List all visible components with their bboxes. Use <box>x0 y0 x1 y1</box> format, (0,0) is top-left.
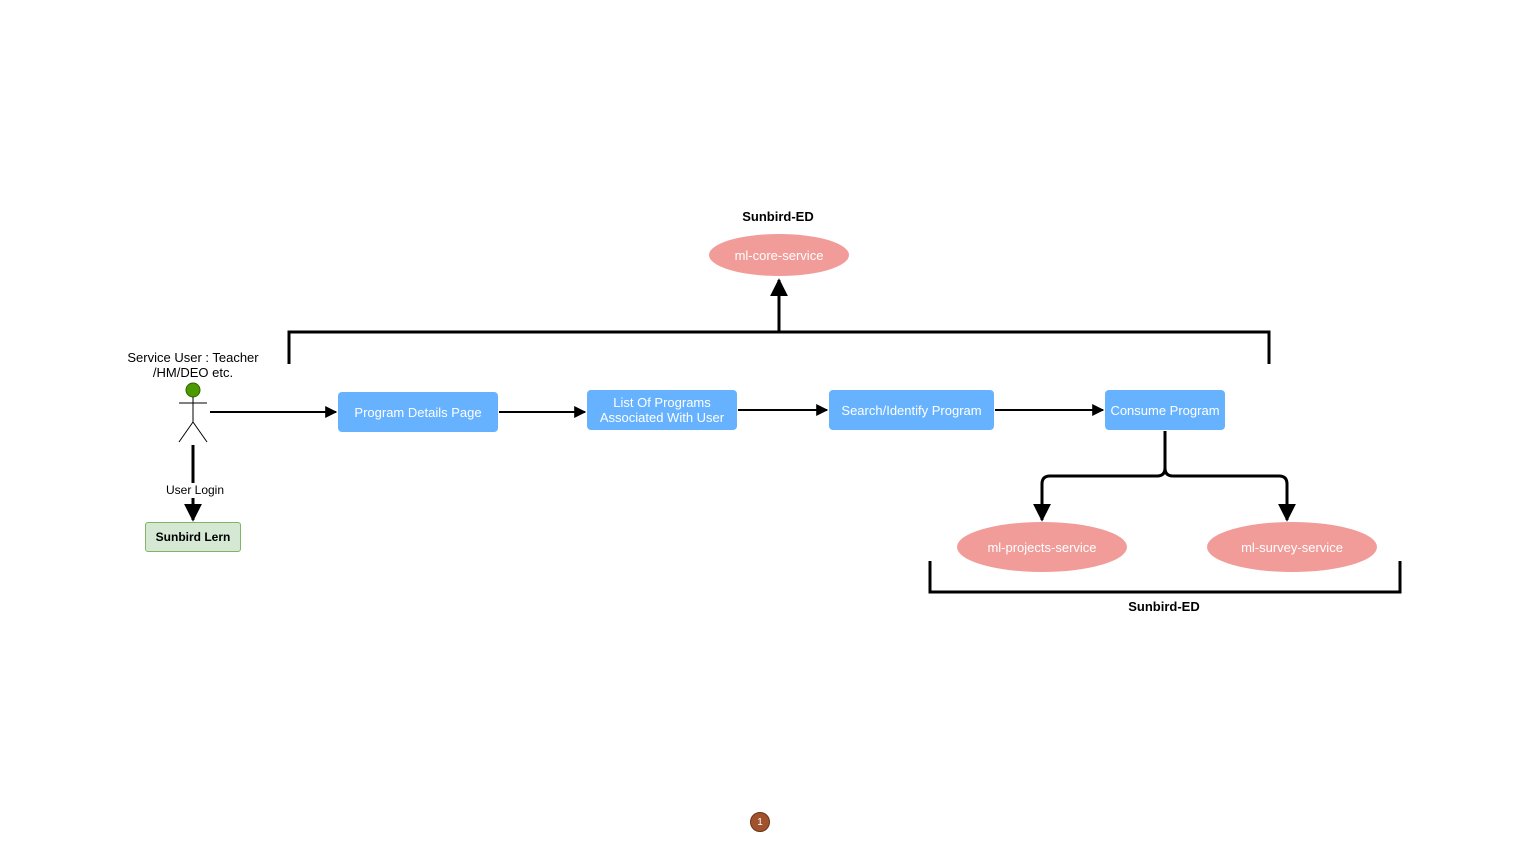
top-group-title: Sunbird-ED <box>742 209 814 224</box>
actor-label-line1: Service User : Teacher <box>127 350 259 365</box>
bottom-group-title: Sunbird-ED <box>1128 599 1200 614</box>
arrow-consume-to-survey <box>1163 467 1296 522</box>
actor-head <box>185 382 201 398</box>
consume-program-node[interactable]: Consume Program <box>1105 390 1225 430</box>
bottom-group-bracket <box>928 561 1402 594</box>
list-of-programs-line2: Associated With User <box>599 410 725 425</box>
ml-projects-service-node[interactable]: ml-projects-service <box>957 522 1127 572</box>
list-of-programs-node[interactable]: List Of Programs Associated With User <box>587 390 737 430</box>
list-of-programs-line1: List Of Programs <box>613 395 711 410</box>
actor-label: Service User : Teacher /HM/DEO etc. <box>113 350 273 380</box>
arrow-consume-to-projects <box>1033 431 1167 522</box>
user-login-edge-label: User Login <box>153 483 237 497</box>
sunbird-lern-node[interactable]: Sunbird Lern <box>145 522 241 552</box>
ml-core-service-node[interactable]: ml-core-service <box>709 234 849 276</box>
search-identify-program-node[interactable]: Search/Identify Program <box>829 390 994 430</box>
actor-figure[interactable] <box>178 382 208 443</box>
top-group-bracket <box>287 330 1271 364</box>
ml-survey-service-node[interactable]: ml-survey-service <box>1207 522 1377 572</box>
program-details-page-node[interactable]: Program Details Page <box>338 392 498 432</box>
actor-label-line2: /HM/DEO etc. <box>152 365 234 380</box>
page-number-badge[interactable]: 1 <box>750 812 770 832</box>
